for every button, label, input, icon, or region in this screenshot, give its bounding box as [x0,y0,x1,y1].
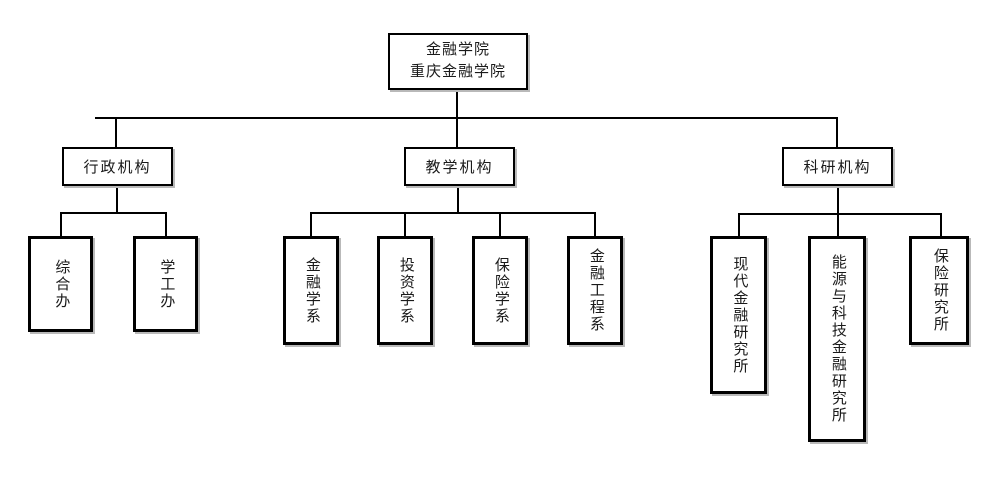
connector-research-child-3 [940,213,942,236]
node-institute-insurance-label: 保险研究所 [931,248,948,333]
connector-teaching-stem [457,186,459,213]
connector-admin-child-2 [165,212,167,237]
node-dept-financial-engineering-label: 金融工程系 [587,248,604,333]
node-dept-investment[interactable]: 投资学系 [377,236,433,345]
node-institute-insurance[interactable]: 保险研究所 [909,236,969,345]
node-root-college[interactable]: 金融学院 重庆金融学院 [388,33,528,90]
connector-teaching-child-4 [594,212,596,237]
connector-research-bus [738,213,942,215]
node-student-affairs-office[interactable]: 学工办 [133,236,198,332]
connector-teaching-child-3 [499,212,501,237]
node-administrative-org-label: 行政机构 [83,160,152,176]
node-research-org[interactable]: 科研机构 [782,147,893,186]
node-administrative-org[interactable]: 行政机构 [62,147,173,186]
node-research-org-label: 科研机构 [803,160,872,176]
node-institute-energy-tech-finance[interactable]: 能源与科技金融研究所 [808,236,866,442]
node-dept-investment-label: 投资学系 [397,256,414,325]
connector-research-stem [837,186,839,214]
node-general-office[interactable]: 综合办 [28,236,93,332]
node-teaching-org-label: 教学机构 [425,160,494,176]
node-dept-financial-engineering[interactable]: 金融工程系 [567,236,623,345]
connector-teaching-child-1 [310,212,312,237]
node-dept-insurance-label: 保险学系 [492,256,509,325]
connector-drop-research [836,117,838,148]
node-dept-finance[interactable]: 金融学系 [283,236,339,345]
connector-main-bus [95,117,838,119]
connector-teaching-child-2 [404,212,406,237]
node-institute-energy-tech-finance-label: 能源与科技金融研究所 [829,254,846,424]
connector-drop-teaching [456,117,458,148]
connector-drop-admin [115,117,117,148]
node-student-affairs-office-label: 学工办 [158,258,175,310]
connector-research-child-2 [837,213,839,236]
node-teaching-org[interactable]: 教学机构 [404,147,515,186]
node-institute-modern-finance-label: 现代金融研究所 [731,255,748,375]
node-dept-finance-label: 金融学系 [303,256,320,325]
node-dept-insurance[interactable]: 保险学系 [472,236,528,345]
connector-research-child-1 [738,213,740,236]
connector-root-stem [456,90,458,118]
connector-admin-stem [116,186,118,213]
node-institute-modern-finance[interactable]: 现代金融研究所 [710,236,767,394]
connector-teaching-bus [310,212,596,214]
node-root-label: 金融学院 重庆金融学院 [409,41,506,80]
connector-admin-child-1 [60,212,62,237]
node-general-office-label: 综合办 [53,258,70,310]
connector-admin-bus [60,212,167,214]
